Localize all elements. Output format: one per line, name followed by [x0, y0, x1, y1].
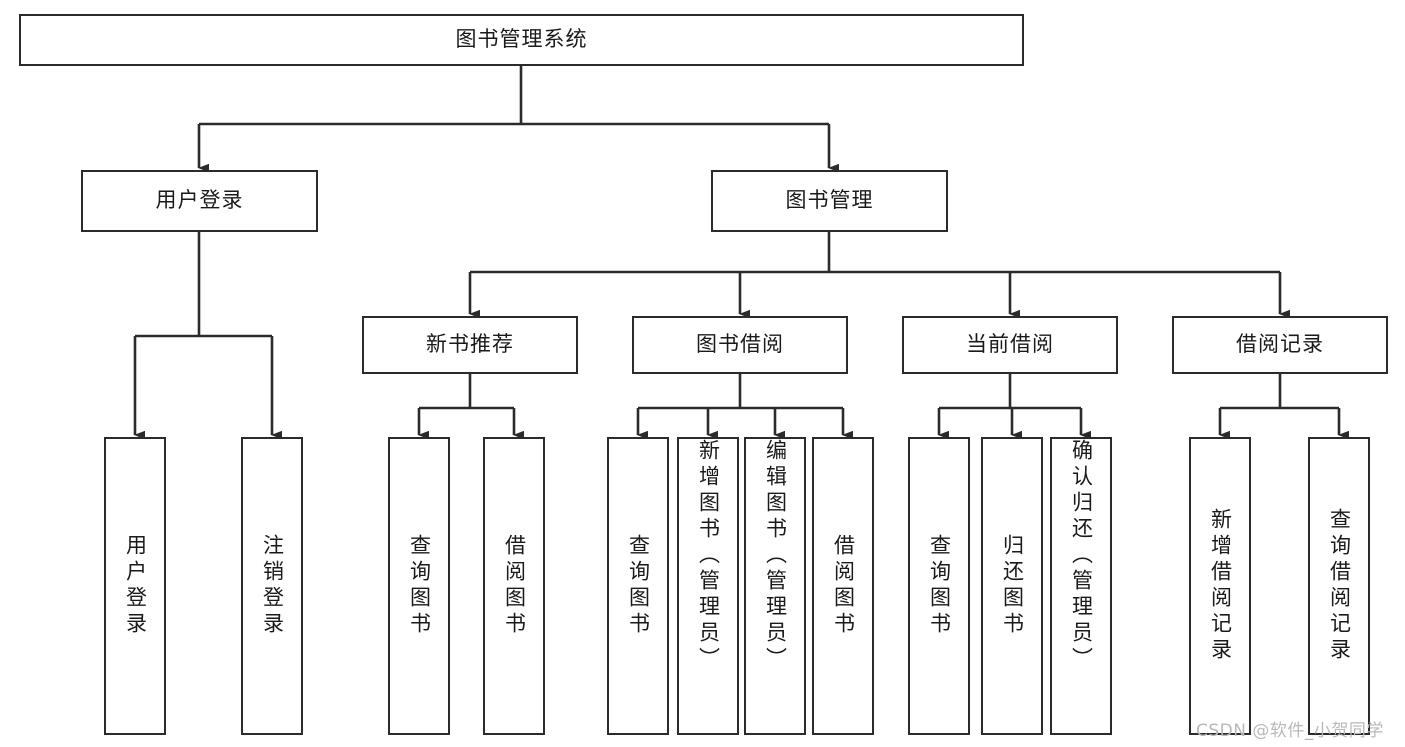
node-leaf-edit-book-label: 编辑图书（管理员） — [763, 439, 788, 673]
node-leaf-confirm-return-label: 确认归还（管理员） — [1069, 439, 1094, 673]
node-leaf-query-record[interactable]: 查询借阅记录 — [1308, 437, 1370, 735]
node-leaf-confirm-return[interactable]: 确认归还（管理员） — [1050, 437, 1112, 735]
node-book-manage[interactable]: 图书管理 — [711, 170, 948, 232]
node-leaf-add-book[interactable]: 新增图书（管理员） — [677, 437, 739, 735]
node-leaf-borrow-book-1-label: 借阅图书 — [502, 534, 527, 638]
node-user-login-label: 用户登录 — [155, 188, 244, 213]
node-book-borrow[interactable]: 图书借阅 — [632, 316, 848, 374]
node-book-manage-label: 图书管理 — [785, 188, 874, 213]
node-leaf-return-book[interactable]: 归还图书 — [981, 437, 1043, 735]
node-leaf-add-book-label: 新增图书（管理员） — [696, 439, 721, 673]
edge-paths — [133, 66, 1349, 440]
node-leaf-logout-label: 注销登录 — [260, 534, 285, 638]
node-current-borrow[interactable]: 当前借阅 — [902, 316, 1118, 374]
csdn-watermark: CSDN @软件_小贺同学 — [1196, 721, 1384, 741]
node-root[interactable]: 图书管理系统 — [19, 14, 1024, 66]
node-borrow-record[interactable]: 借阅记录 — [1172, 316, 1388, 374]
node-new-book-rec[interactable]: 新书推荐 — [362, 316, 578, 374]
node-leaf-query-book-1-label: 查询图书 — [407, 534, 432, 638]
node-leaf-logout[interactable]: 注销登录 — [241, 437, 303, 735]
node-leaf-add-record-label: 新增借阅记录 — [1208, 508, 1233, 664]
node-leaf-borrow-book-1[interactable]: 借阅图书 — [483, 437, 545, 735]
node-leaf-query-book-3-label: 查询图书 — [927, 534, 952, 638]
node-root-label: 图书管理系统 — [455, 27, 588, 52]
node-leaf-return-book-label: 归还图书 — [1000, 534, 1025, 638]
node-leaf-user-login-label: 用户登录 — [123, 534, 148, 638]
node-current-borrow-label: 当前借阅 — [966, 332, 1054, 357]
node-leaf-query-book-1[interactable]: 查询图书 — [388, 437, 450, 735]
node-leaf-edit-book[interactable]: 编辑图书（管理员） — [744, 437, 806, 735]
node-leaf-borrow-book-2-label: 借阅图书 — [831, 534, 856, 638]
node-leaf-query-book-2-label: 查询图书 — [626, 534, 651, 638]
node-leaf-borrow-book-2[interactable]: 借阅图书 — [812, 437, 874, 735]
node-leaf-query-record-label: 查询借阅记录 — [1327, 508, 1352, 664]
node-leaf-query-book-2[interactable]: 查询图书 — [607, 437, 669, 735]
node-user-login[interactable]: 用户登录 — [81, 170, 318, 232]
node-book-borrow-label: 图书借阅 — [696, 332, 784, 357]
node-leaf-add-record[interactable]: 新增借阅记录 — [1189, 437, 1251, 735]
node-new-book-rec-label: 新书推荐 — [426, 332, 514, 357]
node-borrow-record-label: 借阅记录 — [1236, 332, 1324, 357]
node-leaf-query-book-3[interactable]: 查询图书 — [908, 437, 970, 735]
node-leaf-user-login[interactable]: 用户登录 — [104, 437, 166, 735]
